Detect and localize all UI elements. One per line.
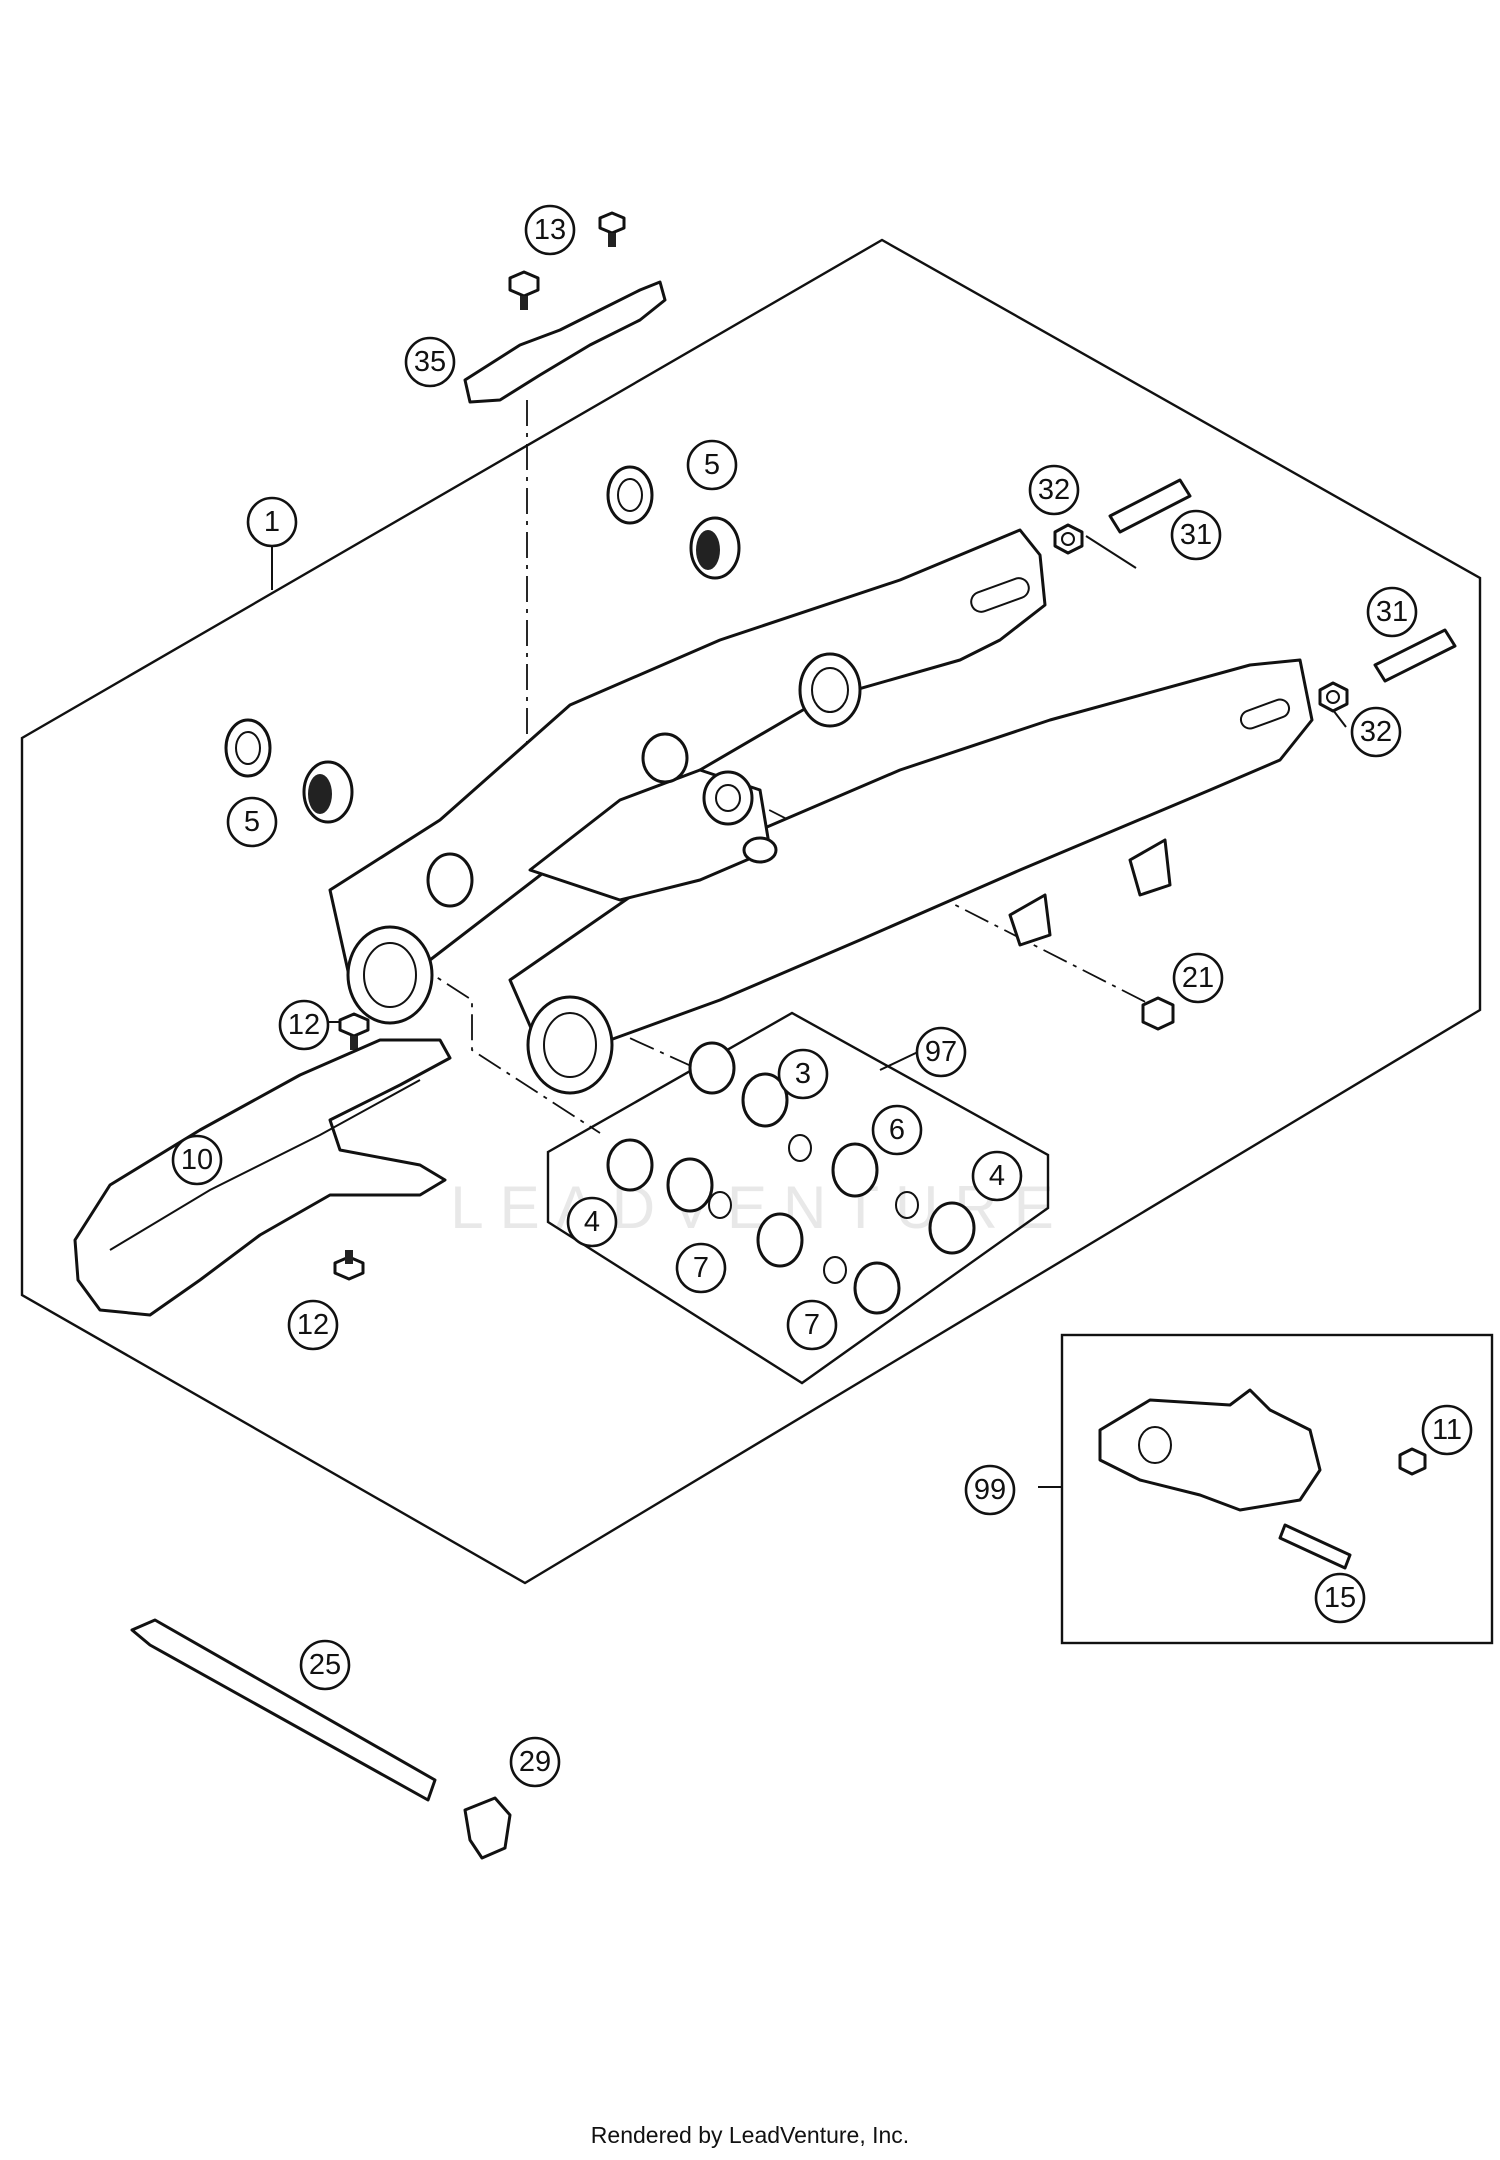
callout-25: 25 — [299, 1639, 351, 1691]
callout-12-upper: 12 — [278, 999, 330, 1051]
callout-10: 10 — [171, 1134, 223, 1186]
chain-slider-10 — [73, 1038, 452, 1317]
screw-12-lower — [333, 1250, 365, 1281]
callout-3: 3 — [777, 1048, 829, 1100]
callout-7-right: 7 — [786, 1299, 838, 1351]
bolt-31-lower — [1373, 628, 1457, 683]
bearing-kit-contents — [606, 1041, 976, 1315]
callout-4-right: 4 — [971, 1150, 1023, 1202]
chain-guide-kit-frame — [1060, 1333, 1494, 1645]
pivot-caps-5-lower — [224, 718, 354, 824]
callout-97: 97 — [915, 1026, 967, 1078]
svg-text:4: 4 — [584, 1206, 600, 1238]
callout-12-lower: 12 — [287, 1299, 339, 1351]
screw-12-upper — [338, 1012, 370, 1050]
svg-text:15: 15 — [1324, 1582, 1356, 1614]
callout-99: 99 — [964, 1464, 1016, 1516]
callout-1: 1 — [246, 496, 298, 548]
callout-32-lower: 32 — [1350, 706, 1402, 758]
svg-text:6: 6 — [889, 1114, 905, 1146]
svg-text:32: 32 — [1360, 716, 1392, 748]
svg-text:21: 21 — [1182, 962, 1214, 994]
callout-5-upper: 5 — [686, 439, 738, 491]
callout-31-lower: 31 — [1366, 586, 1418, 638]
svg-text:29: 29 — [519, 1746, 551, 1778]
callout-15: 15 — [1314, 1572, 1366, 1624]
svg-text:35: 35 — [414, 346, 446, 378]
callout-13: 13 — [524, 204, 576, 256]
svg-text:13: 13 — [534, 214, 566, 246]
nut-32-upper — [1053, 523, 1084, 555]
svg-text:5: 5 — [704, 449, 720, 481]
callout-21: 21 — [1172, 952, 1224, 1004]
svg-text:32: 32 — [1038, 474, 1070, 506]
pivot-caps-5-upper — [606, 465, 741, 580]
svg-text:10: 10 — [181, 1144, 213, 1176]
callout-35: 35 — [404, 336, 456, 388]
callout-6: 6 — [871, 1104, 923, 1156]
swingarm — [328, 528, 1314, 1095]
axle-nut-29 — [463, 1796, 512, 1860]
callout-11: 11 — [1421, 1404, 1473, 1456]
bearing-kit-frame — [546, 1011, 1050, 1385]
svg-text:5: 5 — [244, 806, 260, 838]
svg-text:25: 25 — [309, 1649, 341, 1681]
svg-text:7: 7 — [693, 1252, 709, 1284]
svg-text:12: 12 — [288, 1009, 320, 1041]
svg-text:1: 1 — [264, 506, 280, 538]
svg-text:4: 4 — [989, 1160, 1005, 1192]
svg-text:12: 12 — [297, 1309, 329, 1341]
callout-32-upper: 32 — [1028, 464, 1080, 516]
axle-25 — [130, 1618, 437, 1802]
callout-29: 29 — [509, 1736, 561, 1788]
bolt-pair-13 — [508, 211, 626, 310]
svg-text:7: 7 — [804, 1309, 820, 1341]
svg-text:31: 31 — [1180, 519, 1212, 551]
chain-guide-99 — [1098, 1388, 1427, 1570]
svg-text:97: 97 — [925, 1036, 957, 1068]
callout-4-left: 4 — [566, 1196, 618, 1248]
nut-32-lower — [1318, 681, 1349, 713]
svg-text:3: 3 — [795, 1058, 811, 1090]
svg-text:31: 31 — [1376, 596, 1408, 628]
callout-31-upper: 31 — [1170, 509, 1222, 561]
bolt-31-upper — [1108, 478, 1192, 534]
callout-5-lower: 5 — [226, 796, 278, 848]
frame-cover-35 — [463, 280, 667, 404]
callout-7-left: 7 — [675, 1242, 727, 1294]
nut-21 — [1141, 996, 1175, 1031]
svg-text:99: 99 — [974, 1474, 1006, 1506]
swingarm-assembly-frame — [20, 238, 1482, 1585]
render-credit: Rendered by LeadVenture, Inc. — [590, 2122, 910, 2148]
svg-text:11: 11 — [1432, 1414, 1462, 1446]
